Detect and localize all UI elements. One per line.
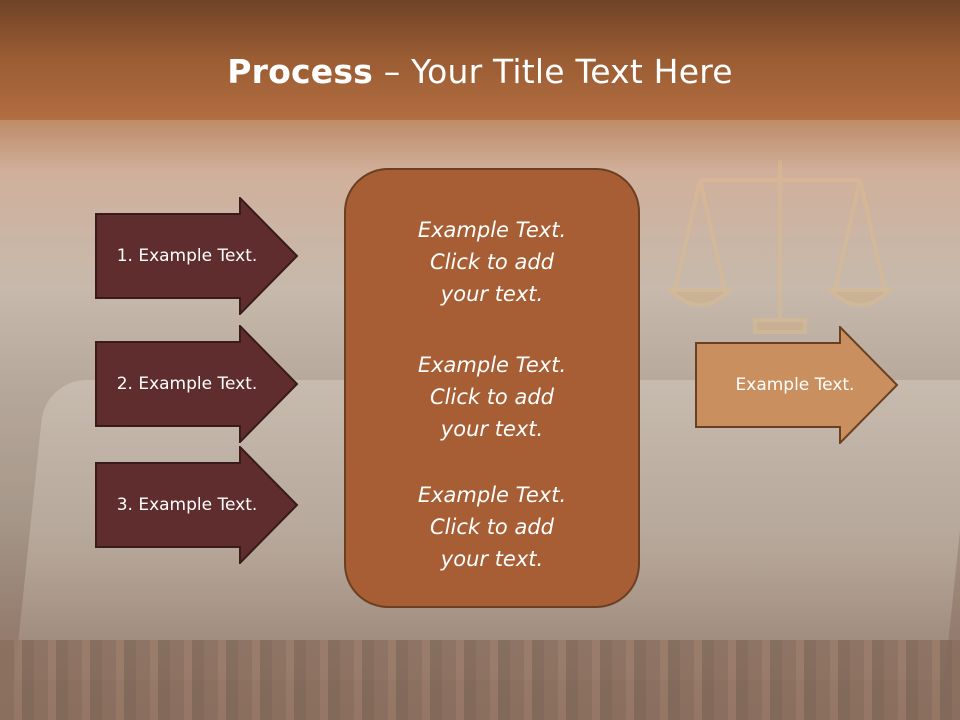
paragraph-line: Click to add (429, 515, 554, 539)
title-bold: Process (227, 52, 374, 91)
left-arrow-3-label: 3. Example Text. (116, 495, 258, 515)
left-arrow-3[interactable]: 3. Example Text. (95, 446, 299, 564)
paragraph-line: Example Text. (417, 483, 567, 507)
arrow-shape-icon (695, 326, 899, 444)
left-arrow-1[interactable]: 1. Example Text. (95, 197, 299, 315)
right-arrow[interactable]: Example Text. (695, 326, 899, 444)
arrow-shape-icon (95, 325, 299, 443)
paragraph-line: your text. (440, 547, 544, 571)
slide-title[interactable]: Process – Your Title Text Here (0, 52, 960, 91)
center-text-box[interactable]: Example Text. Click to add your text. Ex… (344, 168, 640, 608)
paragraph-line: Example Text. (417, 353, 567, 377)
center-paragraph-2: Example Text. Click to add your text. (346, 349, 638, 445)
paragraph-line: Click to add (429, 385, 554, 409)
center-paragraph-3: Example Text. Click to add your text. (346, 479, 638, 575)
center-paragraph-1: Example Text. Click to add your text. (346, 214, 638, 310)
left-arrow-2[interactable]: 2. Example Text. (95, 325, 299, 443)
left-arrow-2-label: 2. Example Text. (116, 374, 258, 394)
paragraph-line: your text. (440, 417, 544, 441)
right-arrow-label: Example Text. (735, 375, 855, 395)
arrow-shape-icon (95, 446, 299, 564)
scales-of-justice-icon (665, 160, 895, 334)
left-arrow-1-label: 1. Example Text. (116, 246, 258, 266)
paragraph-line: Click to add (429, 250, 554, 274)
paragraph-line: your text. (440, 282, 544, 306)
arrow-shape-icon (95, 197, 299, 315)
paragraph-line: Example Text. (417, 218, 567, 242)
title-rest: – Your Title Text Here (373, 52, 733, 91)
background-wood-table (0, 640, 960, 720)
